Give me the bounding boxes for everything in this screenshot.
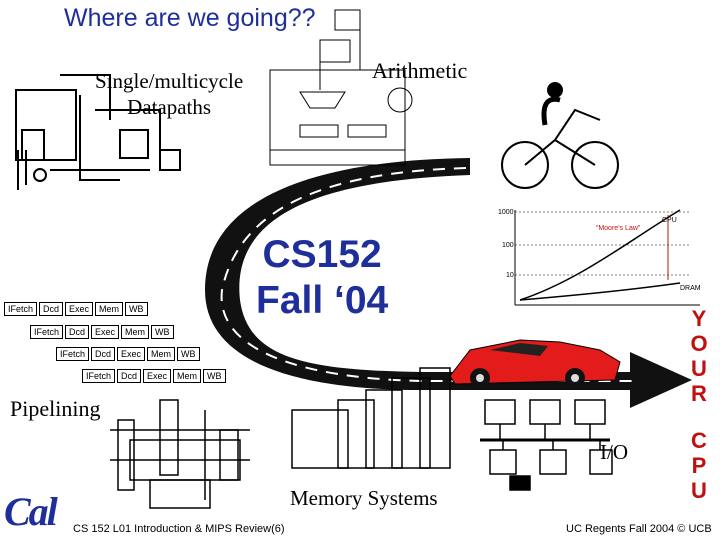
- road-centerline: [220, 167, 640, 382]
- memory-diagram: [291, 367, 451, 469]
- your-vertical-text: Y O U R: [690, 306, 708, 406]
- pipelining-label: Pipelining: [10, 396, 101, 421]
- stage-wb: WB: [203, 369, 226, 383]
- sports-car-image: [449, 339, 621, 388]
- graph-moore-label: “Moore’s Law”: [596, 225, 641, 232]
- stage-wb: WB: [177, 347, 200, 361]
- stage-dcd: Dcd: [65, 325, 90, 339]
- graph-y-tick: 10: [506, 272, 514, 279]
- stage-exec: Exec: [65, 302, 94, 316]
- graph-dram-label: DRAM: [680, 285, 701, 292]
- cpu-curve: [519, 209, 681, 301]
- stage-ifetch: IFetch: [30, 325, 64, 339]
- pipeline-row-2: IFetch Dcd Exec Mem WB: [30, 325, 176, 339]
- cal-logo: Cal: [4, 489, 58, 534]
- graph-y-tick: 1000: [498, 209, 514, 216]
- footer-lecture-label: CS 152 L01 Introduction & MIPS Review(6): [73, 523, 285, 535]
- slide-title: Where are we going??: [64, 4, 316, 32]
- dram-curve: [519, 282, 681, 301]
- stage-wb: WB: [151, 325, 174, 339]
- stage-mem: Mem: [147, 347, 176, 361]
- cyclist-image: [501, 82, 619, 189]
- stage-exec: Exec: [117, 347, 146, 361]
- pipelining-diagram: [110, 399, 250, 509]
- datapath-diagram: [15, 74, 181, 190]
- course-title: CS152 Fall ‘04: [256, 233, 389, 322]
- stage-dcd: Dcd: [91, 347, 116, 361]
- stage-mem: Mem: [95, 302, 124, 316]
- stage-mem: Mem: [173, 369, 202, 383]
- stage-ifetch: IFetch: [56, 347, 90, 361]
- memory-systems-label: Memory Systems: [290, 486, 438, 510]
- stage-wb: WB: [125, 302, 148, 316]
- graph-cpu-label: CPU: [662, 217, 677, 224]
- stage-exec: Exec: [91, 325, 120, 339]
- stage-dcd: Dcd: [39, 302, 64, 316]
- io-diagram: [480, 399, 613, 491]
- datapaths-label: Single/multicycle Datapaths: [95, 69, 244, 119]
- pipeline-row-4: IFetch Dcd Exec Mem WB: [82, 369, 228, 383]
- stage-ifetch: IFetch: [82, 369, 116, 383]
- arithmetic-label: Arithmetic: [372, 58, 468, 83]
- stage-ifetch: IFetch: [4, 302, 38, 316]
- stage-dcd: Dcd: [117, 369, 142, 383]
- footer-copyright: UC Regents Fall 2004 © UCB: [566, 523, 712, 535]
- performance-graph: [514, 209, 700, 306]
- stage-mem: Mem: [121, 325, 150, 339]
- stage-exec: Exec: [143, 369, 172, 383]
- pipeline-row-1: IFetch Dcd Exec Mem WB: [4, 302, 150, 316]
- graph-y-tick: 100: [502, 242, 514, 249]
- cpu-vertical-text: C P U: [691, 428, 707, 503]
- pipeline-row-3: IFetch Dcd Exec Mem WB: [56, 347, 202, 361]
- road-arrow: [205, 158, 692, 408]
- arithmetic-diagram: [269, 9, 413, 166]
- io-label: I/O: [600, 440, 628, 464]
